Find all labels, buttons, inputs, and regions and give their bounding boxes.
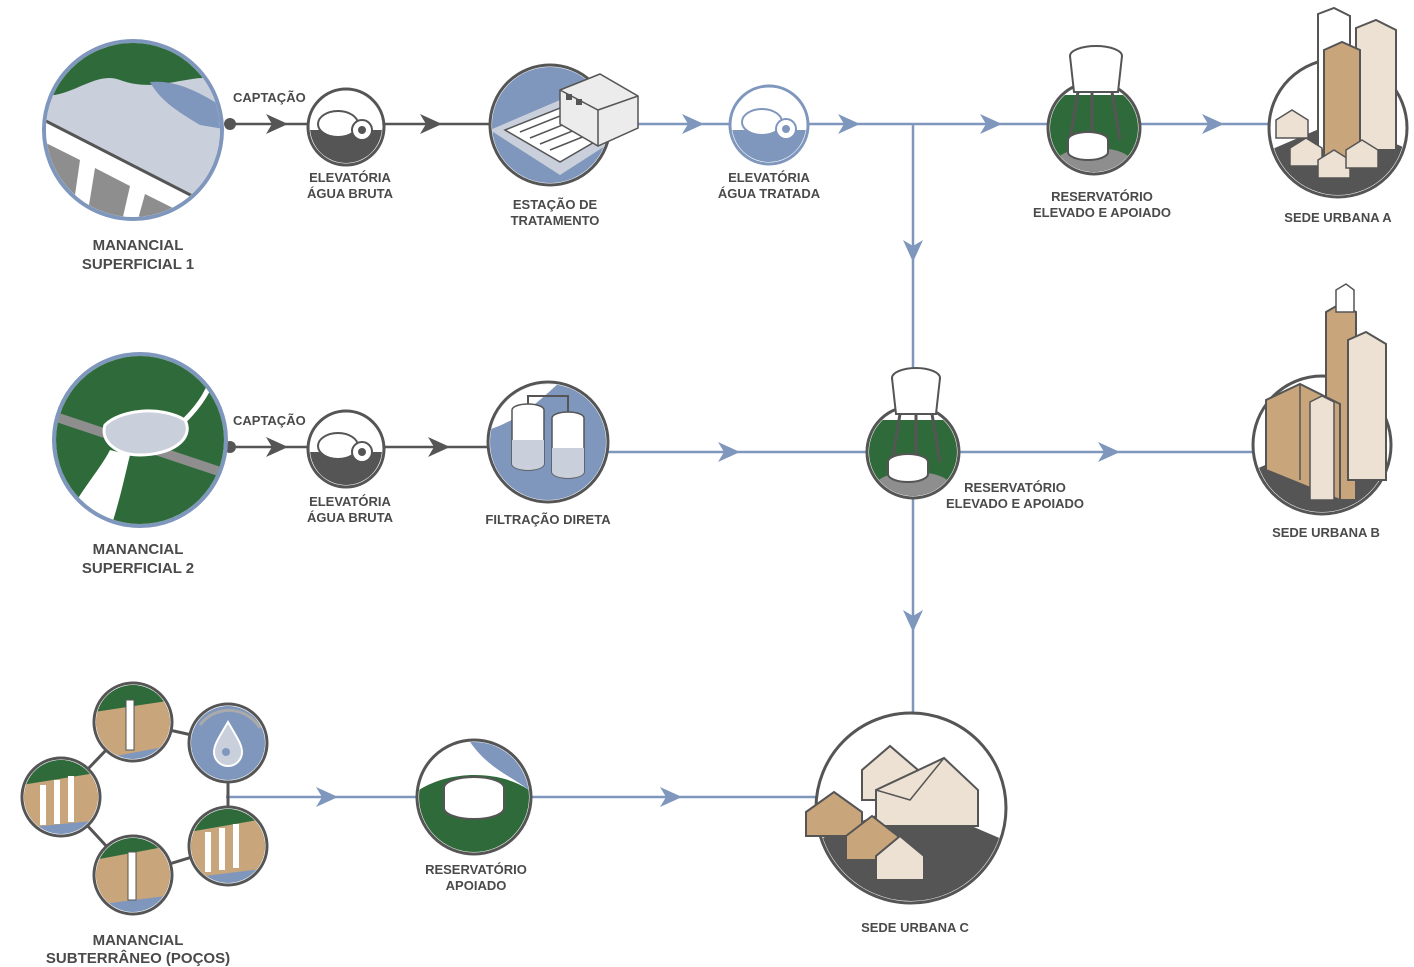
label-line: ELEVADO E APOIADO — [1033, 205, 1171, 220]
junction-dot — [224, 118, 236, 130]
captacao-label-1: CAPTAÇÃO — [233, 90, 306, 105]
arrow-icon — [682, 114, 704, 134]
elevatoria-agua-tratada-label: ELEVATÓRIA ÁGUA TRATADA — [718, 170, 821, 201]
arrow-icon — [718, 442, 740, 462]
estacao-tratamento-label: ESTAÇÃO DE TRATAMENTO — [511, 197, 600, 228]
sede-urbana-c-icon — [805, 711, 1008, 905]
arrow-icon — [420, 114, 442, 134]
manancial-superficial-2-label: MANANCIAL SUPERFICIAL 2 — [82, 541, 194, 577]
arrow-icon — [428, 437, 450, 457]
label-line: ELEVATÓRIA — [309, 170, 391, 185]
arrow-icon — [266, 114, 288, 134]
arrow-icon — [316, 787, 338, 807]
manancial-subterraneo-icon — [20, 681, 269, 916]
label-line: SUPERFICIAL 1 — [82, 256, 194, 273]
label-line: MANANCIAL — [93, 541, 184, 558]
manancial-superficial-1-icon — [42, 39, 224, 221]
manancial-subterraneo-label: MANANCIAL SUBTERRÂNEO (POÇOS) — [46, 932, 230, 967]
label-line: ÁGUA BRUTA — [307, 510, 394, 525]
label-line: MANANCIAL — [93, 932, 184, 949]
label-line: ÁGUA TRATADA — [718, 186, 821, 201]
arrow-icon — [903, 240, 923, 262]
label-line: RESERVATÓRIO — [425, 862, 527, 877]
label-line: ELEVATÓRIA — [309, 494, 391, 509]
arrow-icon — [980, 114, 1002, 134]
arrow-icon — [903, 610, 923, 632]
label-line: ELEVADO E APOIADO — [946, 496, 1084, 511]
reservatorio-b-label: RESERVATÓRIO ELEVADO E APOIADO — [946, 480, 1084, 511]
captacao-label-2: CAPTAÇÃO — [233, 413, 306, 428]
sede-urbana-a-icon — [1267, 6, 1409, 199]
arrow-icon — [660, 787, 682, 807]
estacao-tratamento-icon — [488, 63, 639, 187]
label-line: SUBTERRÂNEO (POÇOS) — [46, 949, 230, 967]
label-line: TRATAMENTO — [511, 213, 600, 228]
reservatorio-apoiado-icon — [415, 738, 533, 856]
elevatoria-agua-bruta-2-label: ELEVATÓRIA ÁGUA BRUTA — [307, 494, 394, 525]
filtracao-direta-label: FILTRAÇÃO DIRETA — [485, 512, 611, 527]
sede-urbana-a-label: SEDE URBANA A — [1284, 210, 1392, 225]
arrow-icon — [1098, 442, 1120, 462]
label-line: APOIADO — [446, 878, 507, 893]
sede-urbana-b-icon — [1251, 283, 1393, 516]
elevatoria-agua-bruta-2-icon — [306, 409, 386, 489]
arrow-icon — [1202, 114, 1224, 134]
elevatoria-agua-tratada-icon — [728, 84, 810, 166]
manancial-superficial-2-icon — [52, 352, 228, 528]
label-line: ELEVATÓRIA — [728, 170, 810, 185]
filtracao-direta-icon — [486, 380, 610, 504]
label-line: ESTAÇÃO DE — [513, 197, 598, 212]
label-line: ÁGUA BRUTA — [307, 186, 394, 201]
manancial-superficial-1-label: MANANCIAL SUPERFICIAL 1 — [82, 237, 194, 273]
label-line: RESERVATÓRIO — [964, 480, 1066, 495]
reservatorio-apoiado-label: RESERVATÓRIO APOIADO — [425, 862, 527, 893]
reservatorio-a-label: RESERVATÓRIO ELEVADO E APOIADO — [1033, 189, 1171, 220]
label-line: MANANCIAL — [93, 237, 184, 254]
arrow-icon — [838, 114, 860, 134]
label-line: SUPERFICIAL 2 — [82, 560, 194, 577]
arrow-icon — [266, 437, 288, 457]
reservatorio-a-icon — [1046, 45, 1142, 176]
label-line: RESERVATÓRIO — [1051, 189, 1153, 204]
sede-urbana-c-label: SEDE URBANA C — [861, 920, 969, 935]
reservatorio-b-icon — [865, 367, 961, 500]
sede-urbana-b-label: SEDE URBANA B — [1272, 525, 1380, 540]
elevatoria-agua-bruta-1-label: ELEVATÓRIA ÁGUA BRUTA — [307, 170, 394, 201]
elevatoria-agua-bruta-1-icon — [306, 87, 386, 167]
